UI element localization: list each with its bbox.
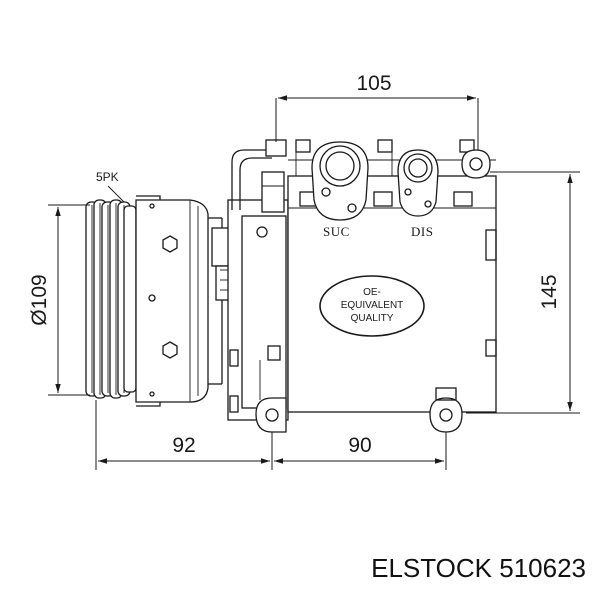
dimension-pulley-diameter: Ø109 <box>28 204 90 396</box>
brand-part-caption: ELSTOCK 510623 <box>371 553 586 583</box>
clutch-hub <box>135 195 223 407</box>
dimension-clutch-depth: 92 <box>95 400 273 470</box>
oe-badge-line3: QUALITY <box>351 313 394 324</box>
dimension-mount-spacing: 90 <box>274 432 447 470</box>
dimension-height-value: 145 <box>538 274 561 309</box>
belt-profile-label: 5PK <box>96 170 119 184</box>
suction-port <box>311 141 369 221</box>
mount-ear-top-right <box>461 149 491 179</box>
discharge-label: DIS <box>411 224 433 239</box>
dimension-top-width: 105 <box>275 72 479 150</box>
mount-foot-left <box>255 397 287 433</box>
dimension-clutch-depth-value: 92 <box>172 434 195 457</box>
oe-badge-line1: OE- <box>363 287 381 298</box>
hub-bolt-icon <box>148 203 178 397</box>
oe-badge-line2: EQUIVALENT <box>341 300 404 311</box>
pulley <box>85 199 137 399</box>
belt-profile-callout: 5PK <box>96 170 125 203</box>
suction-label: SUC <box>323 224 350 239</box>
discharge-port <box>397 149 439 217</box>
dimension-mount-spacing-value: 90 <box>348 434 371 457</box>
dimension-height: 145 <box>466 171 580 414</box>
oe-quality-badge: OE- EQUIVALENT QUALITY <box>319 275 425 337</box>
dimension-pulley-diameter-value: Ø109 <box>28 274 51 325</box>
mount-foot-right <box>429 387 463 433</box>
dimension-top-width-value: 105 <box>356 72 391 95</box>
